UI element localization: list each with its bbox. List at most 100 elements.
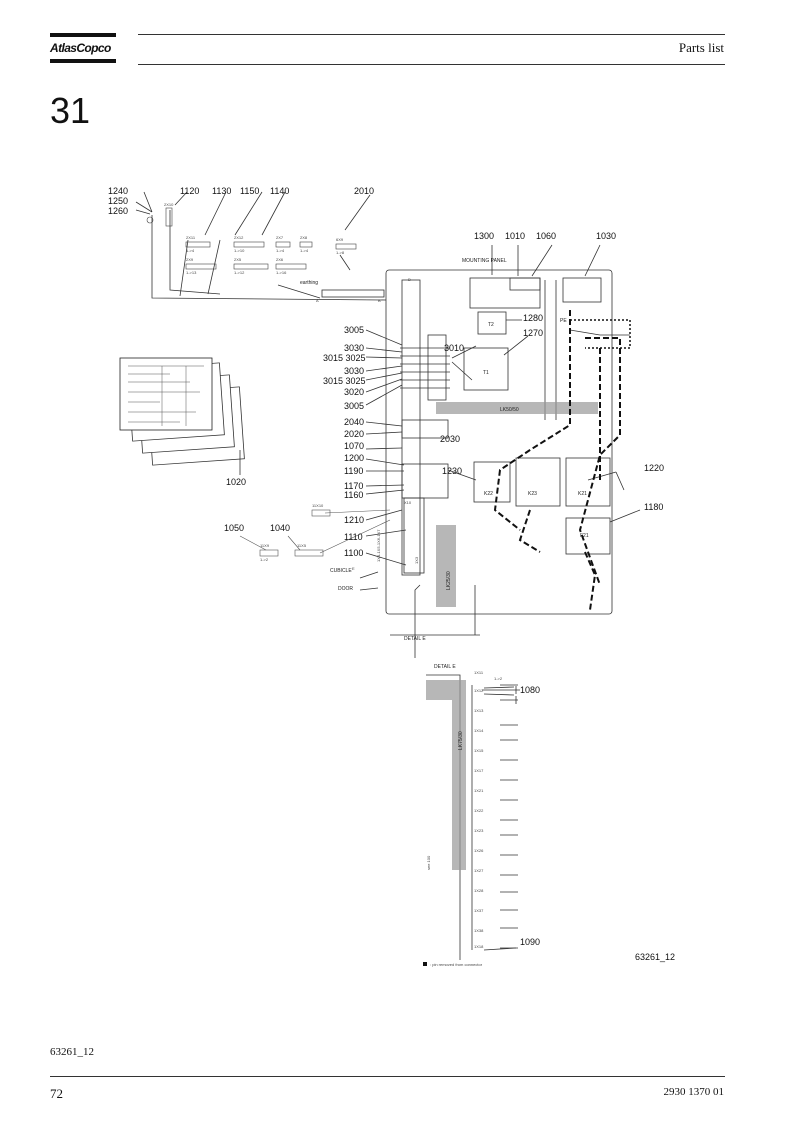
mounting-panel-frame [385, 269, 613, 615]
logo-bar-bottom [50, 59, 116, 63]
detail-lead [390, 584, 480, 658]
label-3030a: 3030 [344, 343, 364, 353]
label-1250: 1250 [108, 196, 128, 206]
schematic-sheets [119, 357, 245, 475]
conn-2x6: 2X6 [276, 257, 284, 262]
detail-e-text: DETAIL E [404, 636, 426, 642]
conn-2x11: 2X11 [186, 235, 196, 240]
marker-d: D [408, 277, 411, 282]
cable-bundle [403, 497, 425, 574]
label-3015-3025a: 3015 3025 [323, 353, 366, 363]
conn-1x13: 1X13 [474, 708, 484, 713]
legend-text: : pin removed from connector [430, 962, 483, 967]
contactor-k23 [515, 457, 561, 507]
label-1150: 1150 [240, 186, 259, 196]
t1-text: T1 [483, 370, 489, 376]
page-title: Parts list [678, 40, 724, 55]
duct-lk75 [452, 700, 466, 870]
detail-wires [500, 684, 518, 949]
conn-11x10: 11X10 [312, 503, 324, 508]
cable-b [169, 210, 221, 295]
pe-bar [569, 329, 630, 336]
cable-f [339, 254, 351, 271]
footer-figure-ref: 63261_12 [50, 1046, 94, 1058]
label-1170: 1170 [344, 481, 363, 491]
loose-cables [239, 509, 391, 557]
label-2030: 2030 [440, 434, 460, 444]
vertical-rail [544, 280, 557, 420]
conn-1x37: 1X37 [474, 908, 484, 913]
label-1260: 1260 [108, 206, 128, 216]
leaders-left [365, 329, 407, 566]
range-1x11: 1->2 [494, 676, 503, 681]
door-text: DOOR [338, 586, 353, 592]
label-1050: 1050 [224, 523, 244, 533]
range-2x12: 1->10 [234, 248, 245, 253]
document-number: 2930 1370 01 [663, 1086, 725, 1098]
brand-name: AtlasCopco [50, 41, 111, 55]
component-1170 [401, 463, 449, 499]
label-1090: 1090 [520, 937, 540, 947]
conn-2x5: 2X5 [234, 257, 242, 262]
conn-11x5: 11X5 [297, 543, 307, 548]
cable-e [277, 284, 321, 299]
conn-2x7: 2X7 [276, 235, 284, 240]
pe-text: PE [560, 318, 567, 324]
dashed-cable-2 [578, 337, 621, 586]
label-1160: 1160 [344, 490, 363, 500]
label-1060: 1060 [536, 231, 556, 241]
duct-lk25 [436, 525, 456, 607]
label-1020: 1020 [226, 477, 246, 487]
mounting-panel-text: MOUNTING PANEL [462, 258, 507, 264]
label-1240: 1240 [108, 186, 128, 196]
marker-e: E [352, 566, 355, 571]
conn-x10: X10 [404, 500, 412, 505]
label-1030: 1030 [596, 231, 616, 241]
conn-1x11: 1X11 [474, 670, 484, 675]
transformer-t1 [463, 347, 509, 391]
k22-text: K22 [484, 491, 493, 497]
conn-2x10: 2X10 [164, 202, 174, 207]
leader-1240 [135, 191, 153, 215]
label-1200: 1200 [344, 453, 364, 463]
conn-2x9: 2X9 [186, 257, 194, 262]
leaders-contactors [447, 469, 641, 523]
figure-ref: 63261_12 [635, 952, 675, 962]
range-2x9: 1->13 [186, 270, 197, 275]
cable-duct-top [321, 289, 385, 298]
leaders-transformers [451, 319, 529, 381]
range-6x9: 1->8 [336, 250, 345, 255]
marker-a: A [316, 298, 319, 303]
module-1010 [469, 277, 541, 309]
detail-e-header: DETAIL E [434, 664, 456, 670]
conn-1x27: 1X27 [474, 868, 484, 873]
cable-d [207, 239, 221, 295]
contactor-k22 [473, 461, 511, 503]
label-2040: 2040 [344, 417, 364, 427]
label-3005a: 3005 [344, 325, 364, 335]
terminal-block [427, 334, 447, 401]
label-2020: 2020 [344, 429, 364, 439]
label-1040: 1040 [270, 523, 290, 533]
page-number: 72 [50, 1086, 63, 1101]
terminal-strip [401, 279, 421, 576]
label-3010: 3010 [444, 343, 464, 353]
header-rule-bottom [138, 64, 725, 65]
dashed-cable-1 [493, 310, 571, 531]
marker-b: B [378, 298, 381, 303]
lk25-text: LK25/30 [446, 571, 452, 590]
label-1010: 1010 [505, 231, 525, 241]
contactor-k21 [565, 457, 611, 507]
label-1210: 1210 [344, 515, 364, 525]
label-1100: 1100 [344, 548, 363, 558]
brand-logo: AtlasCopco [50, 33, 116, 65]
cubicle-leaders [359, 571, 379, 591]
conn-1x23: 1X23 [474, 828, 484, 833]
duct-lk50 [436, 402, 598, 414]
conn-1x17: 1X17 [474, 768, 484, 773]
range-11x9: 1->2 [260, 557, 269, 562]
conn-1x26: 1X26 [474, 848, 484, 853]
conn-1x15: 1X15 [474, 748, 484, 753]
component-2040 [401, 419, 449, 439]
range-2x5: 1->12 [234, 270, 245, 275]
